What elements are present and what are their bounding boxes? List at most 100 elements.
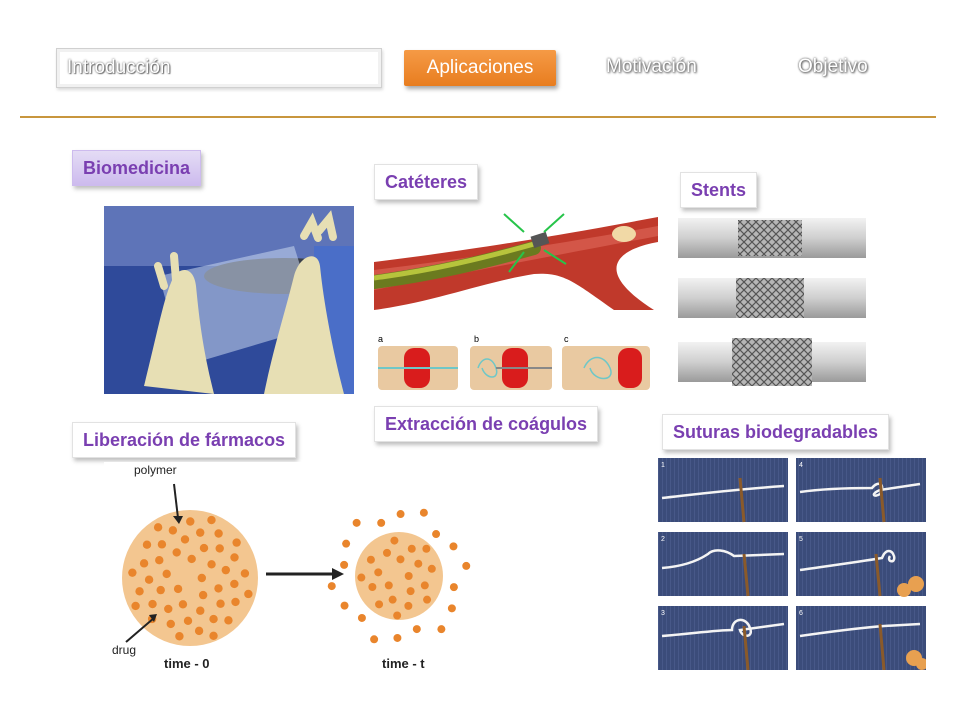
tab-introduccion[interactable]: Introducción — [56, 48, 382, 88]
drug-particle — [153, 523, 163, 532]
drug-particle — [196, 606, 205, 615]
suture-step-5: 5 — [799, 536, 803, 543]
drug-particle — [128, 568, 137, 577]
drug-particle — [172, 548, 181, 557]
drug-particle — [462, 561, 471, 570]
drug-particle — [432, 530, 441, 539]
label-cateteres: Catéteres — [374, 164, 479, 200]
drug-particle — [173, 584, 183, 594]
polymer-label: polymer — [134, 463, 177, 477]
drug-particle — [406, 587, 415, 596]
tab-aplicaciones[interactable]: Aplicaciones — [404, 50, 556, 86]
drug-particle — [437, 625, 446, 634]
drug-particle — [215, 544, 224, 553]
drug-particle — [199, 543, 209, 553]
drug-particle — [357, 573, 366, 582]
clot-step-b: b — [474, 334, 479, 344]
drug-particle — [412, 625, 421, 634]
cateter-illustration — [374, 212, 658, 310]
biomedicina-photo — [104, 206, 354, 394]
drug-particle — [135, 587, 144, 596]
drug-particle — [214, 584, 223, 593]
drug-particle — [396, 510, 405, 519]
suture-step-1: 1 — [661, 462, 665, 469]
drug-label: drug — [112, 643, 136, 657]
drug-particle — [198, 590, 208, 600]
drug-particle — [427, 564, 436, 573]
drug-particle — [342, 539, 351, 548]
drug-particle — [420, 581, 429, 590]
label-extraccion-coagulos: Extracción de coágulos — [374, 406, 599, 442]
drug-particle — [186, 517, 195, 526]
drug-particle — [162, 569, 171, 579]
clot-step-c: c — [564, 334, 569, 344]
drug-particle — [230, 579, 239, 589]
drug-particle — [368, 582, 377, 591]
drug-particle — [142, 540, 152, 549]
drug-particle — [178, 600, 188, 609]
drug-particle — [224, 616, 233, 625]
drug-particle — [404, 601, 413, 610]
drug-particle — [196, 528, 205, 537]
drug-particle — [388, 595, 397, 604]
drug-particle — [393, 611, 402, 620]
drug-particle — [393, 633, 402, 642]
drug-particle — [168, 526, 178, 535]
drug-particle — [390, 536, 399, 545]
sutures-photo-grid: 1 4 2 5 3 6 — [658, 458, 926, 670]
drug-particle — [231, 597, 240, 607]
drug-particle — [340, 560, 349, 569]
drug-particle — [194, 626, 204, 636]
drug-particle — [221, 565, 231, 575]
stents-illustration — [676, 214, 868, 386]
drug-release-diagram: polymer drug time - 0 time - t — [104, 462, 474, 676]
drug-particle — [197, 573, 207, 583]
drug-particle — [175, 632, 184, 641]
drug-particle — [187, 554, 196, 564]
clot-extraction-illustration: a b c — [374, 330, 658, 396]
drug-particle — [449, 583, 458, 592]
time-t-label: time - t — [382, 656, 425, 671]
label-liberacion-farmacos: Liberación de fármacos — [72, 422, 297, 458]
drug-particle — [449, 542, 458, 551]
drug-particle — [180, 535, 190, 544]
drug-particle — [384, 581, 393, 590]
drug-particle — [131, 601, 140, 611]
suture-step-2: 2 — [661, 536, 665, 543]
drug-particle — [166, 619, 175, 629]
header-divider — [20, 116, 936, 118]
drug-particle — [157, 540, 167, 549]
drug-particle — [340, 601, 349, 610]
drug-particle — [375, 600, 384, 609]
tab-introduccion-label: Introducción — [67, 57, 171, 78]
tab-motivacion[interactable]: Motivación — [606, 56, 697, 77]
drug-particle — [244, 589, 253, 599]
drug-particle — [396, 555, 405, 564]
drug-particle — [232, 538, 241, 547]
drug-particle — [366, 555, 375, 564]
suture-step-6: 6 — [799, 610, 803, 617]
suture-step-4: 4 — [799, 462, 803, 469]
drug-particle — [207, 560, 216, 569]
label-suturas-biodegradables: Suturas biodegradables — [662, 414, 890, 450]
top-navigation: Introducción Aplicaciones Motivación Obj… — [0, 48, 960, 92]
drug-particle — [209, 614, 218, 624]
clot-step-a: a — [378, 334, 383, 344]
label-stents: Stents — [680, 172, 758, 208]
drug-particle — [216, 599, 225, 608]
drug-particle — [327, 582, 336, 591]
drug-particle — [377, 518, 386, 527]
drug-particle — [407, 544, 416, 553]
drug-particle — [352, 518, 361, 527]
drug-particle — [370, 635, 379, 644]
suture-step-3: 3 — [661, 610, 665, 617]
drug-particle — [207, 515, 216, 525]
label-biomedicina: Biomedicina — [72, 150, 202, 186]
drug-particle — [357, 613, 366, 622]
drug-particle — [423, 595, 432, 604]
drug-particle — [155, 555, 164, 565]
drug-particle — [414, 559, 423, 568]
tab-objetivo[interactable]: Objetivo — [798, 56, 868, 77]
drug-particle — [240, 569, 250, 578]
drug-particle — [374, 568, 383, 577]
